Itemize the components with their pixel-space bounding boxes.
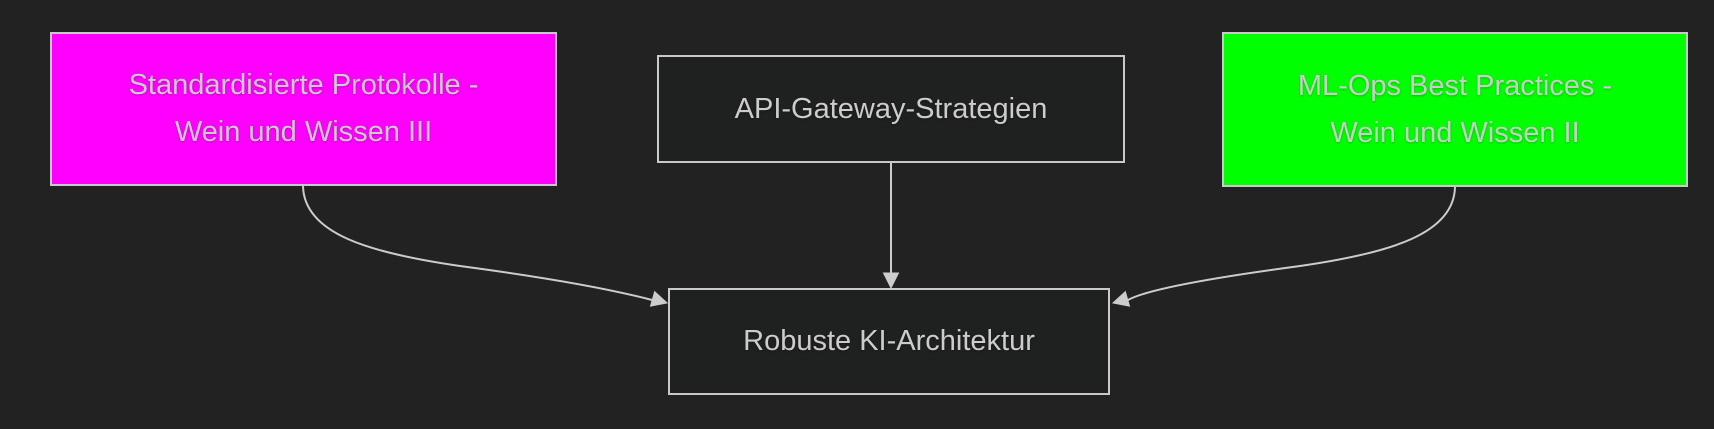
node-label-line: Wein und Wissen II bbox=[1330, 116, 1580, 149]
node-standardisierte-protokolle: Standardisierte Protokolle - Wein und Wi… bbox=[50, 32, 557, 186]
node-robuste-ki-architektur: Robuste KI-Architektur bbox=[668, 288, 1110, 395]
node-label-line: Wein und Wissen III bbox=[174, 116, 433, 148]
node-label-line: ML-Ops Best Practices - bbox=[1297, 69, 1613, 102]
edge-protokolle-arrowhead-icon bbox=[649, 290, 669, 307]
edge-mlops-to-architektur bbox=[1127, 186, 1456, 301]
node-label-line: Standardisierte Protokolle - bbox=[128, 69, 479, 101]
node-label-line: Robuste KI-Architektur bbox=[743, 325, 1035, 357]
edge-mlops-arrowhead-icon bbox=[1111, 290, 1131, 307]
node-api-gateway-strategien: API-Gateway-Strategien bbox=[657, 55, 1125, 163]
node-label-line: API-Gateway-Strategien bbox=[734, 92, 1048, 125]
node-ml-ops-best-practices: ML-Ops Best Practices - Wein und Wissen … bbox=[1222, 32, 1688, 187]
edge-protokolle-to-architektur bbox=[302, 185, 653, 301]
edge-api-arrowhead-icon bbox=[882, 272, 900, 290]
